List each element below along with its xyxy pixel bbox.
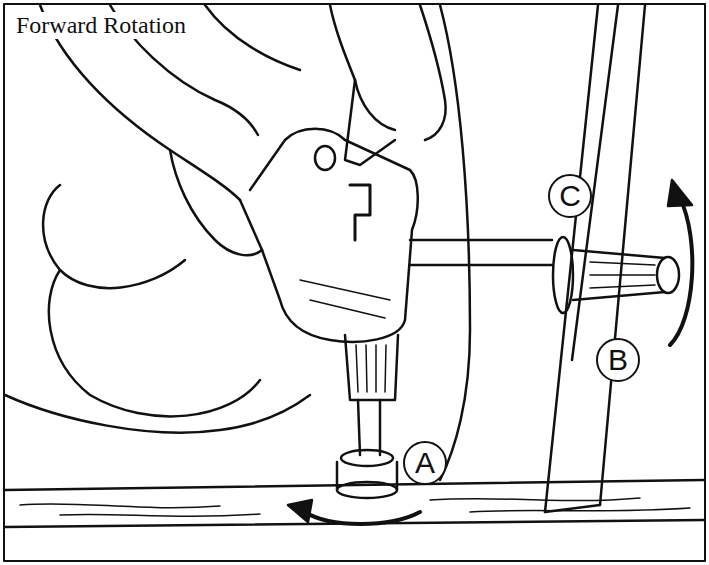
figure-title: Forward Rotation — [14, 12, 188, 39]
callout-circle: B — [596, 338, 640, 382]
callout-letter: B — [608, 345, 628, 375]
callout-circle: C — [548, 174, 592, 218]
callout-letter: C — [559, 181, 581, 211]
callout-letter: A — [415, 448, 435, 478]
callout-circle: A — [403, 441, 447, 485]
